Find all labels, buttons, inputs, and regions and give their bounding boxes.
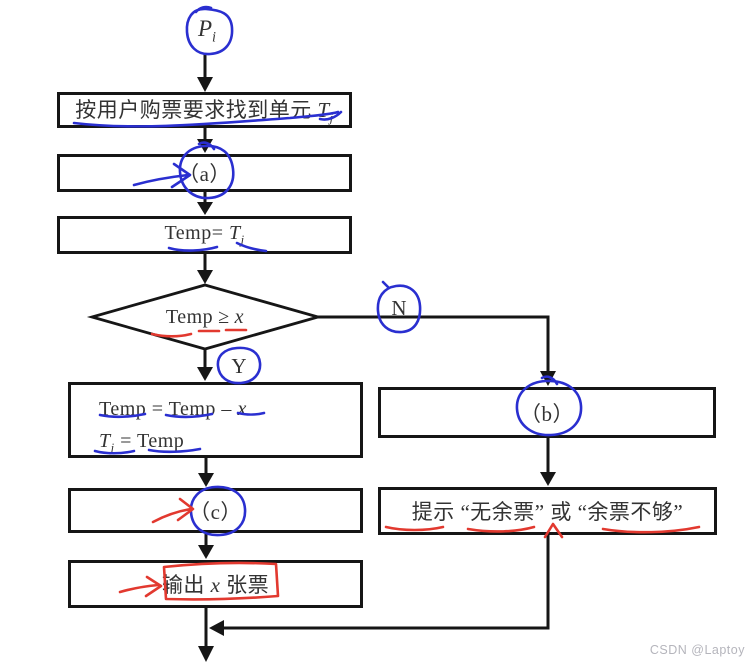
flow-arrowheads xyxy=(197,77,556,662)
arrowhead-down-icon xyxy=(197,202,213,215)
step-b-label: （b） xyxy=(520,401,574,426)
arrowhead-down-icon xyxy=(198,646,214,662)
arrowhead-left-icon xyxy=(209,620,224,636)
assign-temp-text: Temp= Tj xyxy=(164,222,245,247)
arrowhead-down-icon xyxy=(197,139,213,153)
process-box-assign-temp: Temp= Tj xyxy=(57,216,352,254)
arrowhead-down-icon xyxy=(198,545,214,559)
update-line2: Tj = Temp xyxy=(99,430,185,455)
process-box-step-c: （c） xyxy=(68,488,363,533)
connector-notice-to-merge xyxy=(224,535,550,630)
step-c-label: （c） xyxy=(189,499,242,524)
notice-text: 提示 “无余票” 或 “余票不够” xyxy=(411,500,684,524)
arrowhead-down-icon xyxy=(197,270,213,284)
branch-label-no: N xyxy=(391,295,407,320)
arrowhead-down-icon xyxy=(197,77,213,92)
decision-condition: Temp≥x xyxy=(165,305,245,328)
arrowhead-down-icon xyxy=(198,473,214,487)
process-box-step-a: （a） xyxy=(57,154,352,192)
process-box-output: 输出 x 张票 xyxy=(68,560,363,608)
process-box-step-b: （b） xyxy=(378,387,716,438)
process-box-notice: 提示 “无余票” 或 “余票不够” xyxy=(378,487,717,535)
process-box-update-temp: Temp = Temp – x Tj = Temp xyxy=(68,382,363,458)
decision-condition-text: Temp≥x xyxy=(92,301,318,333)
arrowhead-down-icon xyxy=(197,367,213,381)
process-box-find-unit: 按用户购票要求找到单元 Tj xyxy=(57,92,352,128)
step-a-label: （a） xyxy=(178,162,231,186)
start-node-label: Pi xyxy=(183,14,231,48)
connector-no-branch xyxy=(318,315,550,371)
output-text: 输出 x 张票 xyxy=(161,573,270,597)
flow-connectors xyxy=(86,53,550,646)
update-line1: Temp = Temp – x xyxy=(99,398,247,420)
arrowhead-down-icon xyxy=(540,472,556,486)
start-node-text: Pi xyxy=(197,15,217,46)
find-unit-text: 按用户购票要求找到单元 Tj xyxy=(75,97,334,126)
arrowhead-down-icon xyxy=(540,371,556,386)
watermark: CSDN @Laptoy xyxy=(649,643,745,657)
branch-label-yes: Y xyxy=(231,353,247,378)
